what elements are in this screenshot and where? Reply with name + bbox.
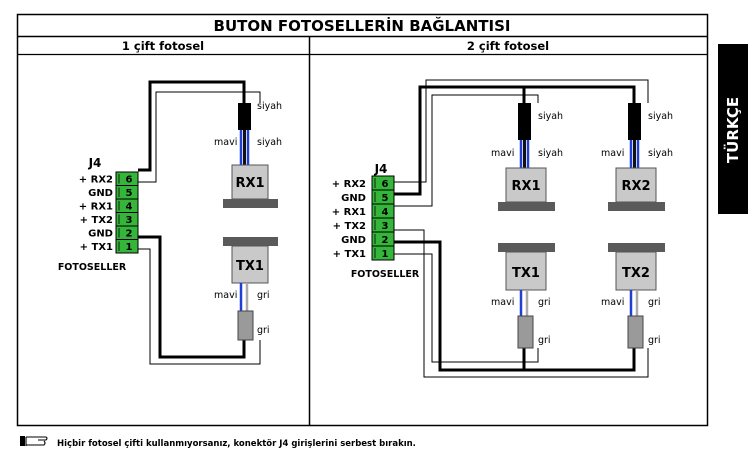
left-tx1-base [223, 237, 278, 246]
right-rx1-plug [518, 103, 531, 140]
left-wire-gnd-to-tx1 [138, 235, 246, 359]
right-j4-pin-label: + RX1 [332, 207, 366, 218]
right-wire-rx1-signal [394, 94, 539, 207]
right-rx2-base [608, 202, 665, 211]
left-label-siyah-top: siyah [257, 101, 282, 112]
left-j4-pin-number: 3 [126, 215, 133, 226]
left-j4-pin-number: 2 [126, 229, 133, 240]
right-rx1-base [498, 202, 555, 211]
right-label-mavi-rx1: mavi [491, 148, 514, 159]
diagram-frame [16, 13, 709, 427]
language-tab-label: TÜRKÇE [723, 97, 742, 163]
right-label-siyah-rx1: siyah [538, 148, 563, 159]
left-label-gri-plug: gri [257, 325, 270, 336]
left-label-mavi-tx: mavi [214, 290, 237, 301]
right-label-gri-plug2: gri [648, 335, 661, 346]
diagram-title: BUTON FOTOSELLERİN BAĞLANTISI [214, 16, 511, 35]
right-rx2-plug [628, 103, 641, 140]
right-j4-pin-number: 5 [382, 193, 389, 204]
right-tx2-plug [627, 315, 644, 349]
left-tx1-box [231, 245, 269, 284]
left-panel-heading: 1 çift fotosel [122, 39, 204, 53]
note: Hiçbir fotosel çifti kullanmıyorsanız, k… [20, 436, 416, 449]
right-label-gri-tx2: gri [648, 297, 661, 308]
right-wire-gnd-to-transmitters [394, 240, 636, 372]
right-j4-title: J4 [374, 162, 388, 176]
right-tx1-plug [517, 315, 534, 349]
right-j4-pin-label: GND [341, 193, 366, 204]
left-j4-pin-label: GND [88, 188, 113, 199]
right-tx1-base [498, 243, 555, 252]
left-label-siyah-rx: siyah [257, 137, 282, 148]
right-tx2-box [615, 251, 657, 291]
language-tab: TÜRKÇE [718, 44, 748, 214]
right-tx2-label: TX2 [622, 266, 650, 281]
right-rx1-box [505, 167, 547, 203]
right-label-siyah-rx2: siyah [648, 148, 673, 159]
left-j4-pin-label: + RX2 [79, 175, 113, 186]
left-j4-pin-label: GND [88, 229, 113, 240]
right-wire-tx2-signal [394, 229, 649, 378]
right-panel: RX1 RX2 TX1 TX2 siyah siyah mavi siyah m… [332, 79, 673, 378]
right-label-siyah-top-2: siyah [648, 111, 673, 122]
right-panel-heading: 2 çift fotosel [467, 39, 549, 53]
left-j4-pin-number: 5 [126, 188, 133, 199]
left-wire-gnd-to-rx1 [138, 80, 246, 172]
right-wire-rx2-signal [394, 79, 649, 183]
right-tx1-box [505, 251, 547, 291]
right-label-gri-tx1: gri [538, 297, 551, 308]
left-j4-pin-label: + TX2 [80, 215, 113, 226]
left-panel: RX1 TX1 siyah mavi siyah mavi gri gri J4… [58, 80, 282, 365]
left-rx1-base [223, 199, 278, 208]
right-j4-pin-number: 4 [382, 207, 389, 218]
right-rx2-box [615, 167, 657, 203]
right-label-mavi-rx2: mavi [601, 148, 624, 159]
right-j4-pin-number: 6 [382, 179, 389, 190]
right-j4-pin-number: 3 [382, 221, 389, 232]
pointing-hand-icon [20, 436, 48, 446]
right-j4-pin-label: + TX2 [333, 221, 366, 232]
right-label-gri-plug1: gri [538, 335, 551, 346]
right-tx2-base [608, 243, 665, 252]
right-rx2-label: RX2 [621, 179, 650, 194]
left-j4-pin-number: 4 [126, 202, 133, 213]
left-label-gri-tx: gri [257, 290, 270, 301]
note-text: Hiçbir fotosel çifti kullanmıyorsanız, k… [57, 439, 416, 449]
right-j4-caption: FOTOSELLER [351, 269, 420, 280]
left-j4-pin-label: + RX1 [79, 202, 113, 213]
right-j4-pin-label: + TX1 [333, 249, 366, 260]
left-j4-title: J4 [88, 156, 102, 170]
right-j4-pin-label: GND [341, 235, 366, 246]
right-wire-tx1-signal [394, 253, 539, 363]
right-tx1-label: TX1 [512, 266, 540, 281]
left-tx1-label: TX1 [236, 259, 264, 274]
right-rx1-label: RX1 [511, 179, 540, 194]
left-j4-pin-number: 6 [126, 175, 133, 186]
right-j4-pin-number: 1 [382, 249, 389, 260]
left-j4-pin-number: 1 [126, 242, 133, 253]
left-wire-rx1-signal [138, 91, 261, 183]
right-label-mavi-tx2: mavi [601, 297, 624, 308]
right-j4-pin-number: 2 [382, 235, 389, 246]
left-label-mavi-rx: mavi [214, 137, 237, 148]
right-j4-pin-label: + RX2 [332, 179, 366, 190]
right-label-mavi-tx1: mavi [491, 297, 514, 308]
left-j4-pin-label: + TX1 [80, 242, 113, 253]
left-j4-caption: FOTOSELLER [58, 262, 127, 273]
left-rx1-plug [238, 103, 251, 130]
left-rx1-label: RX1 [235, 176, 264, 191]
left-wire-tx1-signal [138, 248, 261, 365]
right-label-siyah-top-1: siyah [538, 111, 563, 122]
left-tx1-plug [237, 310, 254, 341]
